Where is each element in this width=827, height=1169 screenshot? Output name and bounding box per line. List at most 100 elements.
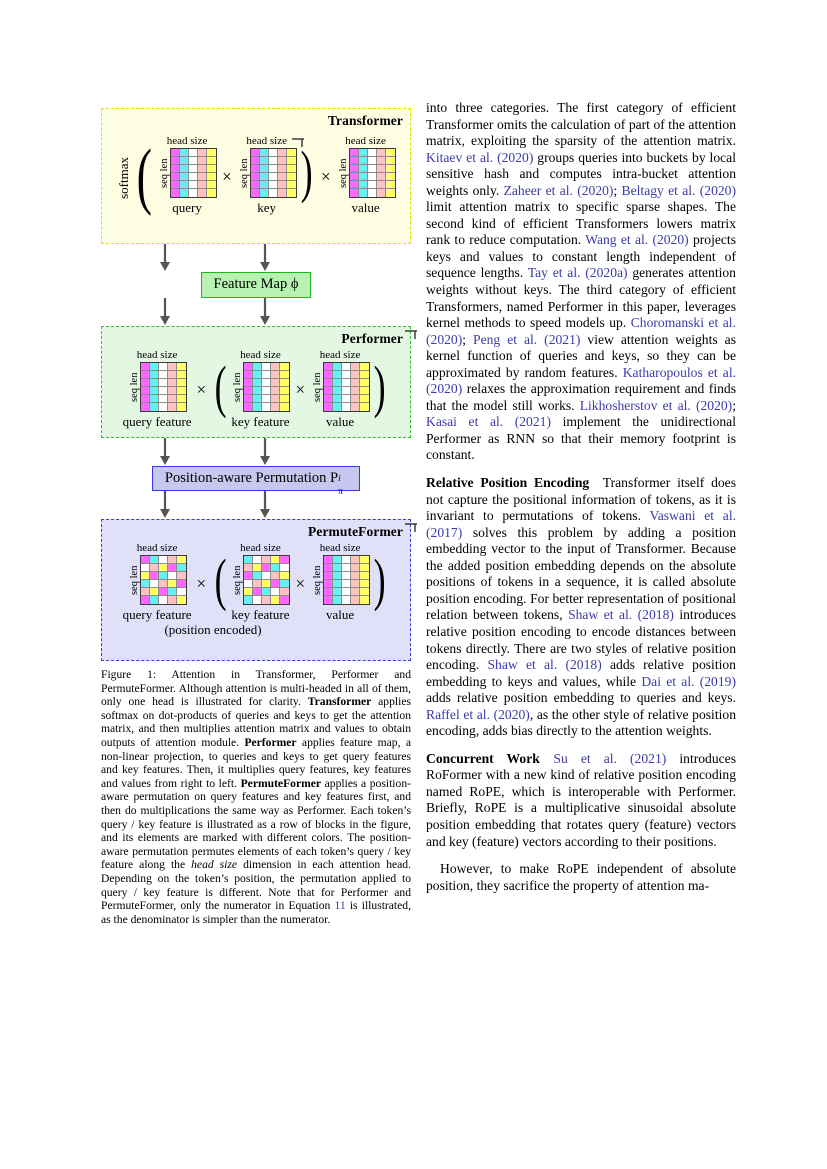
matrix-cell [280, 572, 290, 581]
matrix-cell [141, 362, 151, 371]
matrix-cell [342, 572, 352, 581]
seq-len-label: seq len [232, 371, 244, 402]
matrix-cell [189, 173, 199, 181]
citation-link[interactable]: Shaw et al. (2018) [487, 657, 602, 673]
matrix-cell [171, 157, 181, 165]
citation-link[interactable]: Choromanski et al. (2020) [426, 315, 736, 347]
multiply-operator-2: × [295, 380, 306, 400]
matrix-cell [333, 394, 343, 403]
seq-len-label: seq len [312, 565, 324, 596]
matrix-cell [351, 362, 361, 371]
matrix-cell [180, 157, 190, 165]
body-text: However, to make RoPE independent of abs… [426, 861, 736, 893]
section-runin-heading: Relative Position Encoding [426, 475, 590, 491]
permutation-subscript: π [338, 486, 343, 497]
matrix-cell [351, 378, 361, 387]
caption-text: is illustrated, as the denominator is si… [101, 899, 411, 926]
matrix-cell [333, 564, 343, 573]
arrows-to-permutation [101, 437, 411, 466]
citation-link[interactable]: Beltagy et al. (2020) [621, 182, 736, 198]
matrix-cell [286, 165, 296, 173]
matrix-cell [280, 588, 290, 597]
matrix-caption-value: value [351, 200, 380, 215]
seq-len-label: seq len [337, 158, 349, 188]
matrix-cell [159, 588, 169, 597]
figure-caption: Figure 1: Attention in Transformer, Perf… [101, 668, 411, 926]
matrix-cell [271, 378, 281, 387]
seq-len-label: seq len [129, 371, 141, 402]
matrix-cell [198, 165, 208, 173]
head-size-label: head size [240, 348, 281, 361]
body-text: introduces relative position encoding to… [426, 607, 736, 673]
matrix-cell [349, 149, 359, 157]
matrix-cell [253, 378, 263, 387]
matrix-cell [271, 370, 281, 379]
matrix-cell [342, 362, 352, 371]
citation-link[interactable]: Vaswani et al. (2017) [426, 508, 736, 540]
citation-link[interactable]: Zaheer et al. (2020) [503, 182, 614, 198]
matrix-cell [250, 149, 260, 157]
citation-link[interactable]: Raffel et al. (2020) [426, 706, 530, 722]
matrix-cell [324, 580, 334, 589]
body-text: , as the other style of relative positio… [426, 706, 736, 739]
seq-len-label: seq len [129, 565, 141, 596]
citation-link[interactable]: Dai et al. (2019) [641, 673, 736, 689]
citation-link[interactable]: Likhosherstov et al. (2020) [579, 397, 733, 413]
feature-map-row: Feature Map ϕ [101, 272, 411, 298]
paragraph-efficient-transformer: into three categories. The first categor… [426, 100, 736, 464]
matrix-cell [277, 189, 287, 197]
citation-link[interactable]: Wang et al. (2020) [585, 232, 689, 248]
matrix-cell [177, 596, 187, 605]
citation-link[interactable]: Kitaev et al. (2020) [426, 149, 534, 165]
matrix-cell [159, 386, 169, 395]
matrix-cell [342, 394, 352, 403]
citation-link[interactable]: Tay et al. (2020a) [527, 265, 628, 281]
transpose-mark [405, 521, 419, 537]
matrix-cell [333, 402, 343, 411]
figure-block-title-performer: Performer [341, 330, 403, 346]
matrix-cell [244, 556, 254, 565]
matrix-cell [280, 402, 290, 411]
citation-link[interactable]: Kasai et al. (2021) [426, 414, 551, 430]
head-size-label: head size [136, 348, 178, 361]
body-text: groups queries into buckets by local sen… [426, 149, 736, 198]
matrix-grid-value [323, 361, 371, 412]
matrix-cell [168, 394, 178, 403]
matrix-cell [262, 588, 272, 597]
body-text: generates attention weights without keys… [426, 265, 736, 331]
caption-bold-permuteformer: PermuteFormer [240, 776, 322, 790]
equation-link[interactable]: 11 [334, 899, 346, 913]
matrix-cell [360, 394, 370, 403]
citation-link[interactable]: Peng et al. (2021) [473, 331, 581, 347]
matrix-cell [385, 157, 395, 165]
matrix-cell [360, 386, 370, 395]
matrix-cell [159, 402, 169, 411]
arrow-pair-icon [160, 437, 270, 465]
matrix-cell [385, 149, 395, 157]
matrix-cell [342, 564, 352, 573]
citation-link[interactable]: Katharopoulos et al. (2020) [426, 364, 736, 397]
matrix-cell [141, 386, 151, 395]
matrix-cell [171, 181, 181, 189]
matrix-cell [271, 596, 281, 605]
head-size-label: head size [319, 348, 361, 361]
matrix-cell [324, 402, 334, 411]
matrix-cell [168, 362, 178, 371]
matrix-cell [333, 362, 343, 371]
seq-len-label: seq len [312, 371, 324, 402]
matrix-cell [385, 173, 395, 181]
head-size-label: head size [319, 542, 361, 555]
matrix-cell [360, 362, 370, 371]
head-size-label: head size [345, 135, 386, 147]
matrix-cell [333, 386, 343, 395]
matrix-cell [342, 580, 352, 589]
matrix-cell [198, 157, 208, 165]
citation-link[interactable]: Shaw et al. (2018) [568, 607, 674, 623]
matrix-cell [271, 362, 281, 371]
feature-map-box: Feature Map ϕ [200, 272, 312, 298]
matrix-cell [262, 564, 272, 573]
matrix-cell [159, 564, 169, 573]
citation-link[interactable]: Su et al. (2021) [553, 750, 667, 766]
matrix-cell [376, 181, 386, 189]
